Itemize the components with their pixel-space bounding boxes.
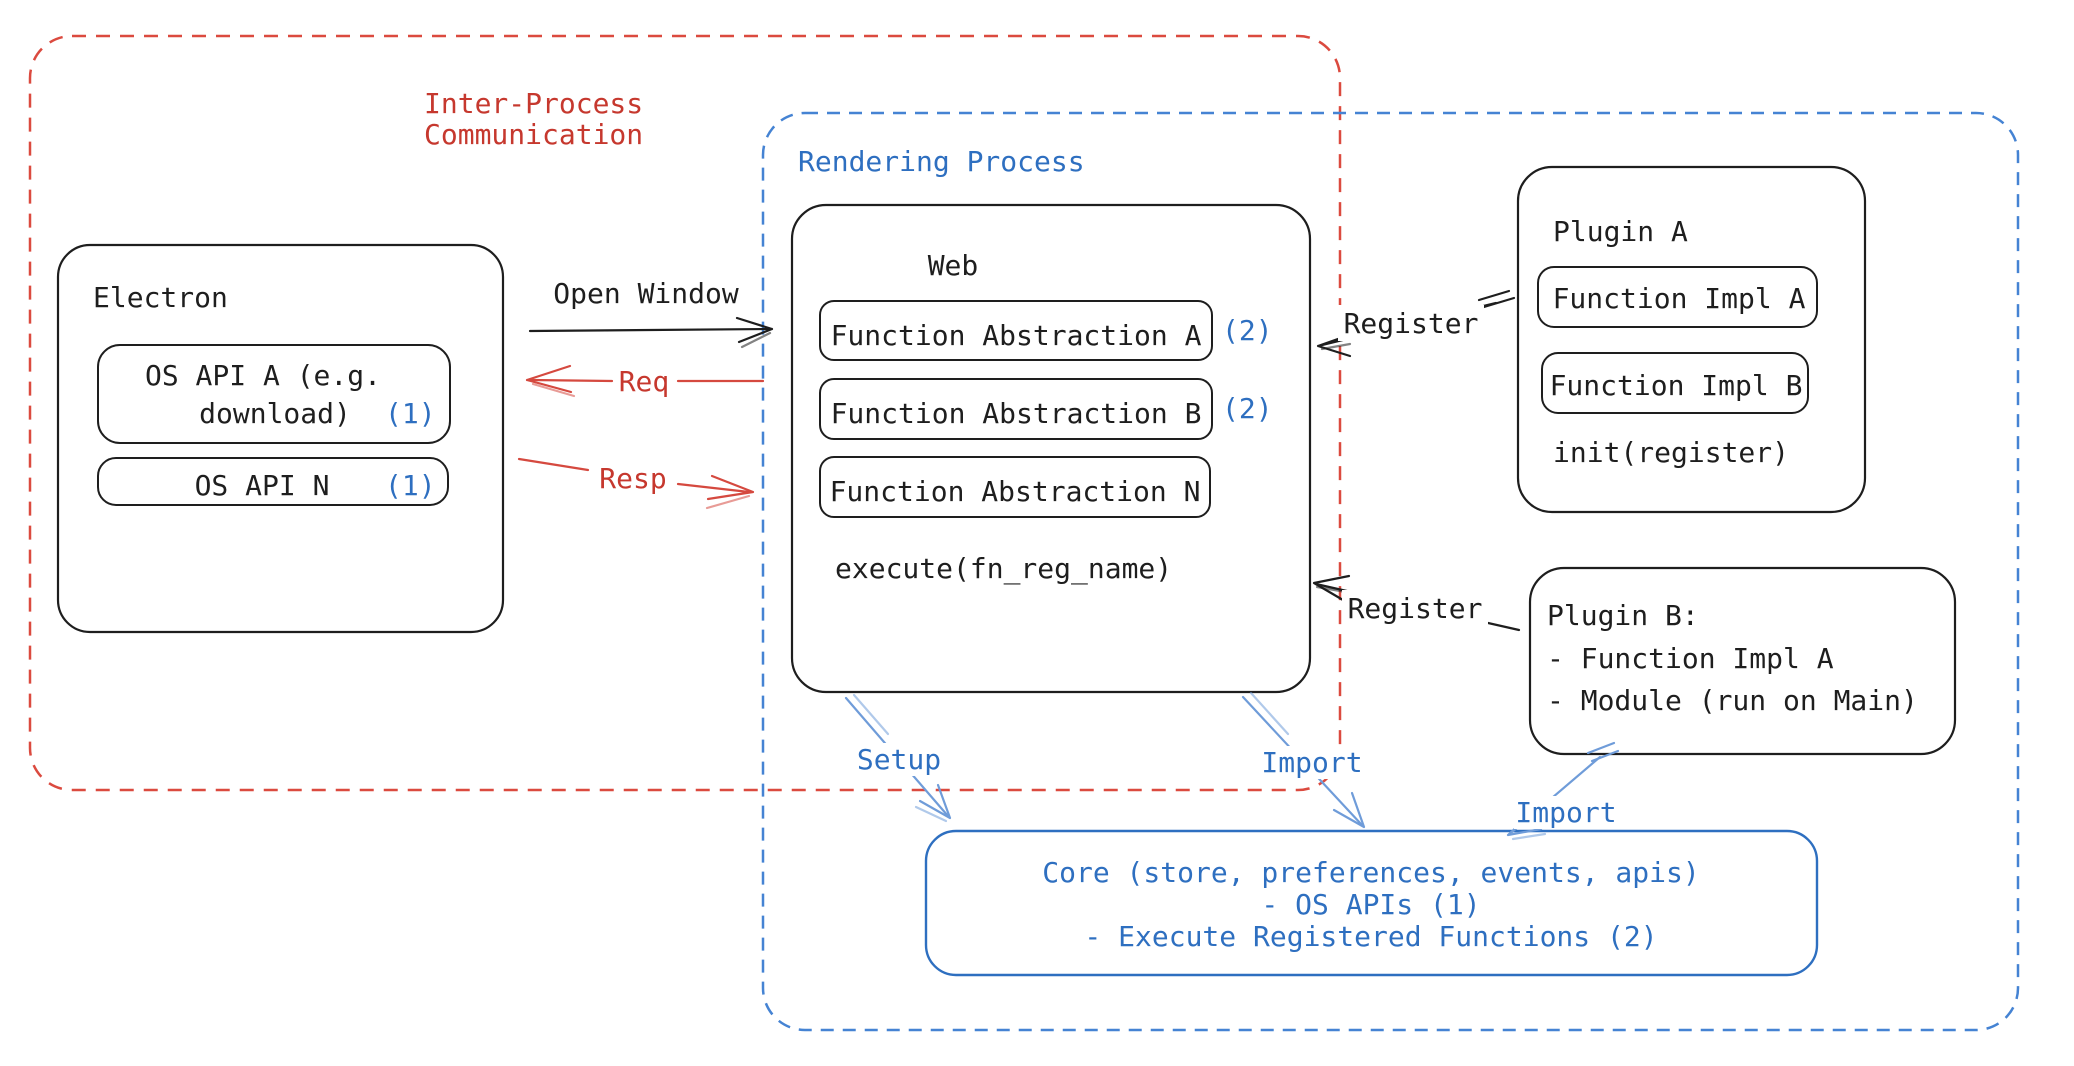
resp-arrow: Resp <box>517 457 755 510</box>
web-box: Web Function Abstraction A (2) Function … <box>790 203 1312 694</box>
function-abstraction-a-box <box>819 300 1213 361</box>
register-a-arrow: Register <box>1316 289 1516 358</box>
register-b-label: Register <box>1348 592 1483 625</box>
register-a-label: Register <box>1344 307 1479 340</box>
function-abstraction-n-box <box>819 456 1211 518</box>
plugin-b-frame <box>1528 566 1957 756</box>
os-api-n-ref: (1) <box>385 469 436 502</box>
function-abstraction-b-label: Function Abstraction B <box>831 397 1202 430</box>
plugin-a-box: Plugin A Function Impl A Function Impl B… <box>1516 165 1867 514</box>
os-api-a-label-line2: download) <box>199 397 351 430</box>
plugin-b-item1: - Function Impl A <box>1547 642 1834 675</box>
electron-box: Electron OS API A (e.g. download) (1) OS… <box>56 243 505 634</box>
resp-label: Resp <box>599 462 666 495</box>
req-arrow: Req <box>525 364 765 398</box>
ipc-title-line1: Inter-Process <box>424 87 643 120</box>
os-api-n-label: OS API N <box>195 469 330 502</box>
ipc-region-frame <box>28 34 1342 792</box>
setup-label: Setup <box>857 743 941 776</box>
rendering-process-title: Rendering Process <box>798 145 1085 178</box>
import-web-arrow: Import <box>1241 691 1366 829</box>
plugin-a-title: Plugin A <box>1553 215 1688 248</box>
plugin-a-frame <box>1516 165 1867 514</box>
register-b-arrow: Register <box>1312 574 1521 632</box>
web-title: Web <box>928 249 979 282</box>
import-plugin-b-arrow: Import <box>1506 741 1620 841</box>
os-api-a-box <box>97 344 451 444</box>
core-line1: Core (store, preferences, events, apis) <box>1042 856 1699 889</box>
core-box: Core (store, preferences, events, apis) … <box>924 829 1819 977</box>
os-api-a-ref: (1) <box>385 397 436 430</box>
ipc-region-title: Inter-Process Communication <box>424 87 643 151</box>
ipc-title-line2: Communication <box>424 118 643 151</box>
function-abstraction-a-label: Function Abstraction A <box>831 319 1202 352</box>
setup-arrow: Setup <box>844 693 952 823</box>
import-web-label: Import <box>1261 746 1362 779</box>
req-label: Req <box>619 365 670 398</box>
init-register-label: init(register) <box>1553 436 1789 469</box>
core-line3: - Execute Registered Functions (2) <box>1084 920 1657 953</box>
function-abstraction-a-ref: (2) <box>1222 314 1273 347</box>
web-frame <box>790 203 1312 694</box>
core-frame <box>924 829 1819 977</box>
function-abstraction-b-ref: (2) <box>1222 392 1273 425</box>
import-plugin-b-label: Import <box>1515 796 1616 829</box>
plugin-b-title: Plugin B: <box>1547 599 1699 632</box>
function-impl-a-box <box>1537 266 1818 328</box>
function-abstraction-b-box <box>819 378 1213 440</box>
electron-title: Electron <box>93 281 228 314</box>
os-api-a-label-line1: OS API A (e.g. <box>145 359 381 392</box>
rendering-process-frame <box>761 111 2020 1032</box>
open-window-label: Open Window <box>553 277 739 310</box>
function-impl-b-box <box>1541 352 1809 414</box>
function-impl-b-label: Function Impl B <box>1550 369 1803 402</box>
plugin-b-box: Plugin B: - Function Impl A - Module (ru… <box>1528 566 1957 756</box>
plugin-b-item2: - Module (run on Main) <box>1547 684 1918 717</box>
execute-label: execute(fn_reg_name) <box>835 552 1172 586</box>
open-window-arrow: Open Window <box>528 277 774 349</box>
function-impl-a-label: Function Impl A <box>1553 282 1806 315</box>
function-abstraction-n-label: Function Abstraction N <box>830 475 1201 508</box>
os-api-n-box <box>97 457 449 506</box>
core-line2: - OS APIs (1) <box>1261 888 1480 921</box>
